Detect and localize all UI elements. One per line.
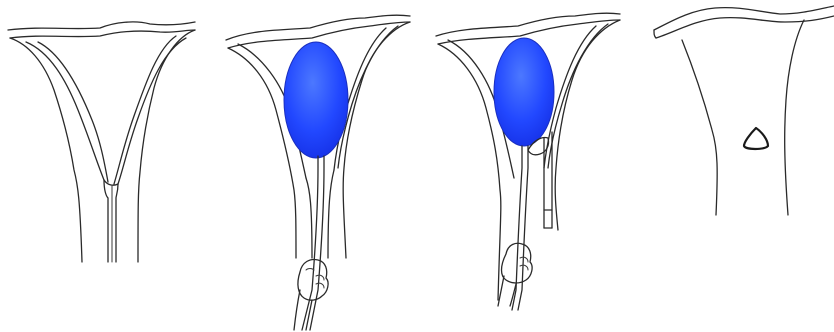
panel-1-uterus-empty — [8, 22, 195, 262]
panel-2-balloon-inserted — [226, 15, 410, 330]
panel-3-balloon-with-catheter — [436, 13, 620, 310]
small-triangular-device-icon — [744, 128, 768, 149]
panel-4-uterus-after-removal — [654, 6, 834, 215]
inflated-balloon-icon — [494, 38, 554, 146]
inflated-balloon-icon — [284, 42, 348, 158]
